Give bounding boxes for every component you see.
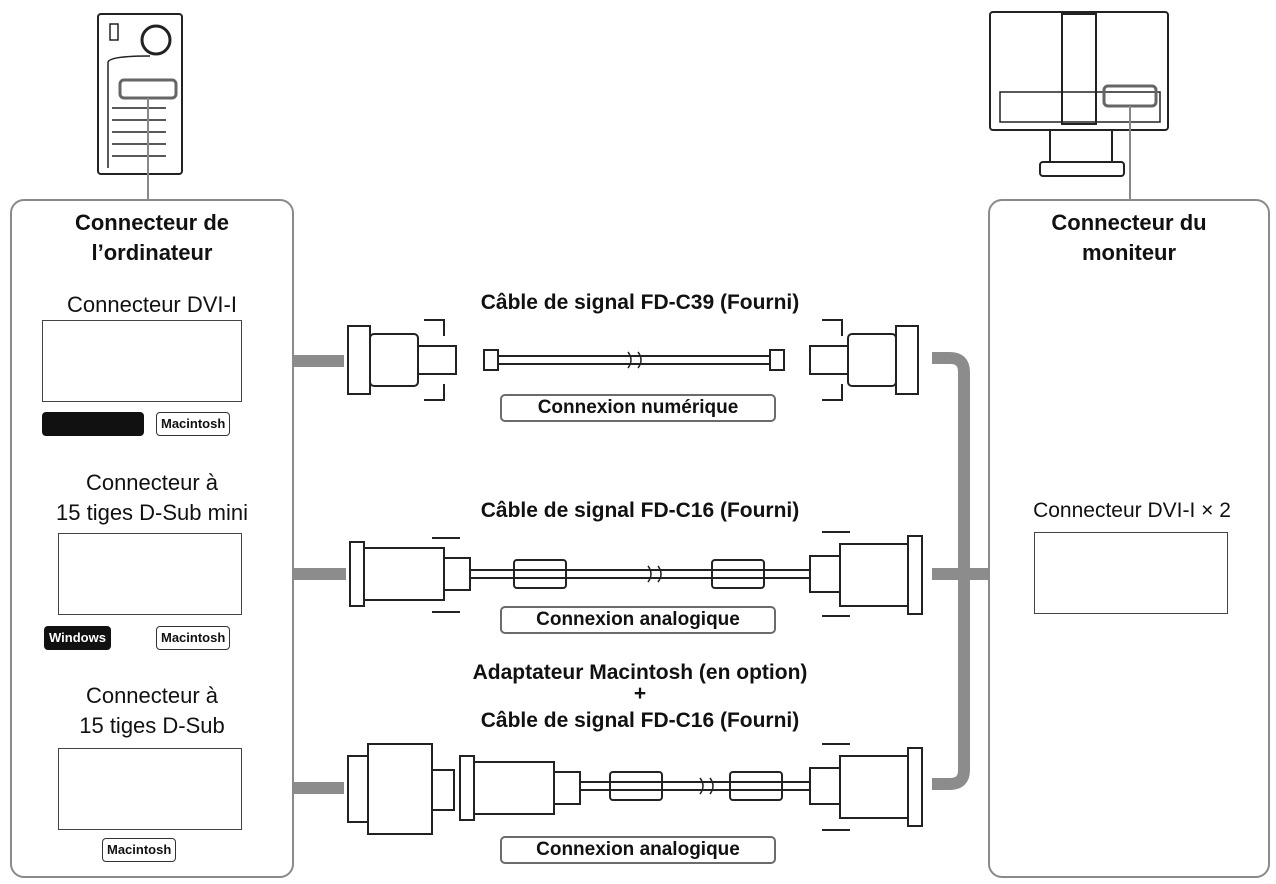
macintosh-badge: Macintosh bbox=[156, 412, 231, 436]
cable-fd-c39 bbox=[347, 319, 919, 401]
dsub-connector-box bbox=[58, 748, 242, 830]
os-badge-blank bbox=[42, 412, 144, 436]
vga-mini-connector-label-2: 15 tiges D-Sub mini bbox=[56, 500, 248, 525]
monitor-connector-panel bbox=[988, 199, 1270, 878]
dsub-connector-label-2: 15 tiges D-Sub bbox=[79, 713, 225, 738]
computer-connector-panel bbox=[10, 199, 294, 878]
dvi-connector-box bbox=[42, 320, 242, 402]
monitor-dvi-connector-box bbox=[1034, 532, 1228, 614]
computer-tower-icon bbox=[97, 13, 183, 200]
analog-connection-tag: Connexion analogique bbox=[500, 606, 776, 634]
cable-fd-c16 bbox=[349, 531, 923, 617]
analog-connection-tag: Connexion analogique bbox=[500, 836, 776, 864]
dsub-connector-label-1: Connecteur à bbox=[85, 683, 219, 708]
cable-3-title-2: Câble de signal FD-C16 (Fourni) bbox=[480, 709, 800, 732]
macintosh-badge: Macintosh bbox=[156, 626, 231, 650]
cable-adapter-fd-c16 bbox=[347, 743, 923, 835]
right-panel-title-2: moniteur bbox=[1081, 240, 1177, 265]
cable-2-title: Câble de signal FD-C16 (Fourni) bbox=[480, 499, 800, 522]
digital-connection-tag: Connexion numérique bbox=[500, 394, 776, 422]
right-panel-title-1: Connecteur du bbox=[1051, 210, 1207, 235]
vga-mini-connector-label-1: Connecteur à bbox=[85, 470, 219, 495]
left-panel-title-1: Connecteur de bbox=[74, 210, 230, 235]
cable-3-title-plus: + bbox=[633, 682, 647, 705]
windows-badge: Windows bbox=[44, 626, 111, 650]
cable-1-title: Câble de signal FD-C39 (Fourni) bbox=[480, 291, 800, 314]
monitor-back-icon bbox=[989, 11, 1169, 200]
monitor-dvi-connector-label: Connecteur DVI-I × 2 bbox=[1033, 499, 1231, 522]
vga-mini-connector-box bbox=[58, 533, 242, 615]
left-panel-title-2: l’ordinateur bbox=[91, 240, 213, 265]
dvi-connector-label: Connecteur DVI-I bbox=[67, 292, 237, 317]
macintosh-badge: Macintosh bbox=[102, 838, 177, 862]
cable-3-title-1: Adaptateur Macintosh (en option) bbox=[472, 661, 808, 684]
